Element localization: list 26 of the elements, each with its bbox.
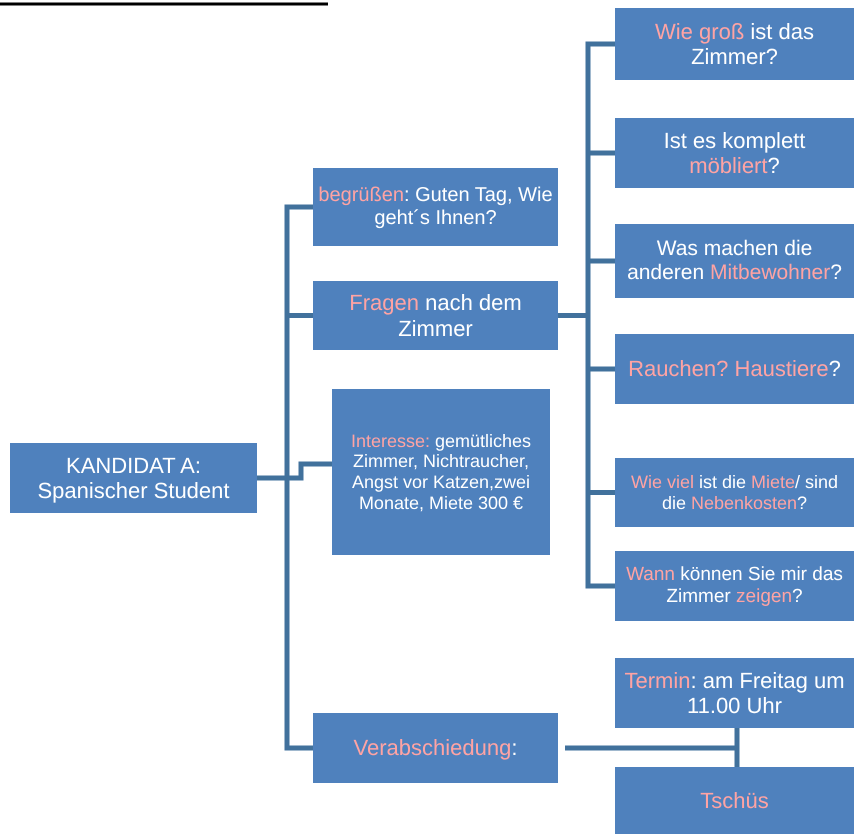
process-box <box>615 118 854 188</box>
process-box <box>313 281 558 350</box>
process-box <box>332 389 550 555</box>
box-text: Wann können Sie mir das Zimmer zeigen? <box>625 564 844 608</box>
process-box <box>615 334 854 404</box>
box-text: Termin: am Freitag um 11.00 Uhr <box>623 668 846 718</box>
box-text: Tschüs <box>700 788 769 814</box>
box-text: Wie groß ist das Zimmer? <box>654 18 815 70</box>
box-text: Ist es komplett möbliert? <box>662 128 806 178</box>
box-text: Verabschiedung: <box>354 735 518 761</box>
box-text: KANDIDAT A: Spanischer Student <box>36 452 231 504</box>
process-box <box>313 713 558 783</box>
box-text: Wie viel ist die Miete/ sind die Nebenkosten? <box>630 472 840 514</box>
process-box <box>615 767 854 834</box>
process-box <box>615 551 854 621</box>
box-text: Interesse: gemütliches Zimmer, Nichtraucher, Angst vor Katzen,zwei Monate, Miete 300 € <box>350 430 532 514</box>
box-text: Fragen nach dem Zimmer <box>348 290 523 341</box>
box-text: Was machen die anderen Mitbewohner? <box>626 236 843 286</box>
box-text: begrüßen: Guten Tag, Wie geht´s Ihnen? <box>317 184 554 230</box>
box-text: Rauchen? Haustiere? <box>628 356 841 382</box>
process-box <box>313 168 558 246</box>
process-box <box>615 658 854 728</box>
process-box <box>615 8 854 80</box>
process-box <box>10 443 257 513</box>
process-box <box>615 458 854 527</box>
process-box <box>615 224 854 298</box>
